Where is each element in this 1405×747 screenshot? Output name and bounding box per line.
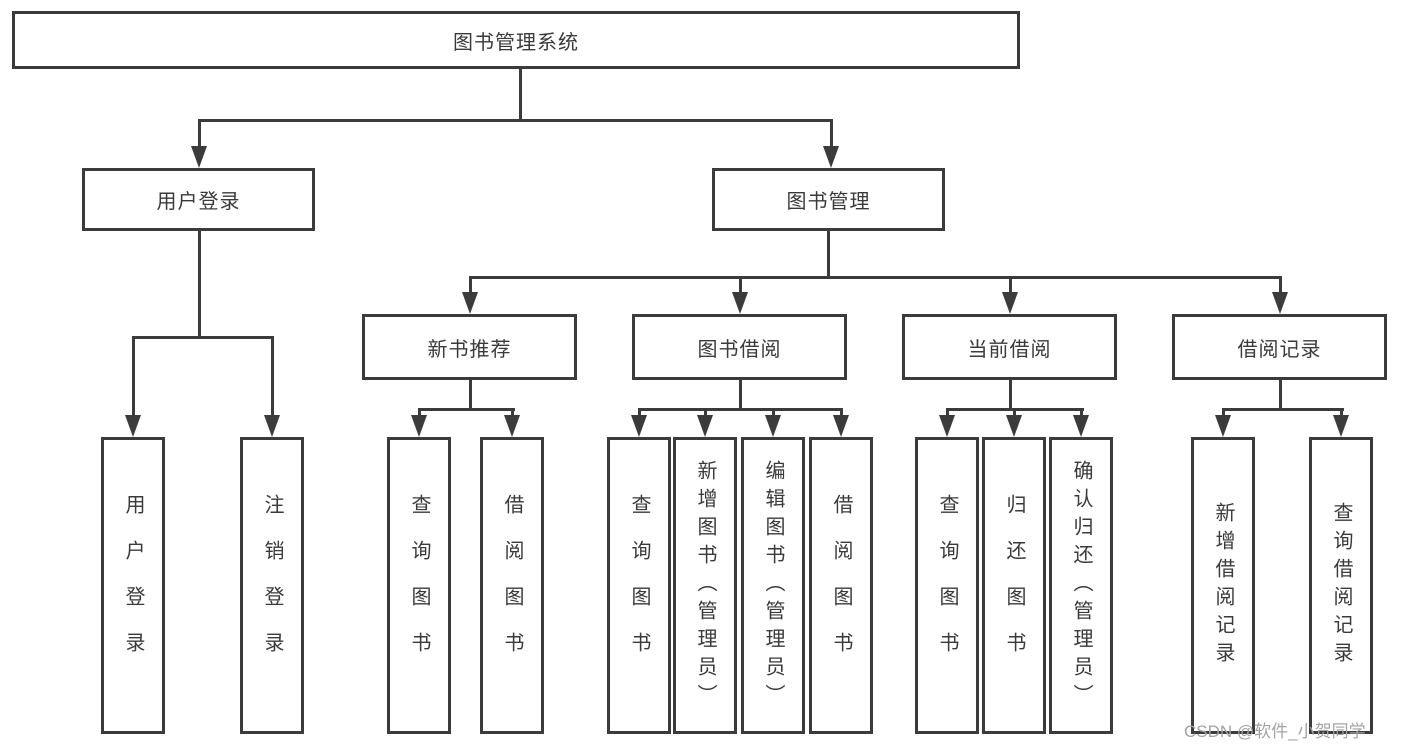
connector-line xyxy=(197,119,201,149)
connector-line xyxy=(839,408,843,418)
connector-line xyxy=(1008,276,1012,294)
connector-line xyxy=(637,408,843,411)
connector-line xyxy=(1012,408,1016,418)
connector-line xyxy=(131,336,135,418)
leaf-user-login: 用户登录 xyxy=(101,437,165,734)
leaf-edit-books-admin: 编辑图书（管理员） xyxy=(741,437,805,734)
connector-arrow-icon xyxy=(504,415,520,437)
leaf-recommend-borrow-books-label: 借阅图书 xyxy=(501,493,523,678)
connector-arrow-icon xyxy=(1272,292,1288,314)
leaf-recommend-borrow-books: 借阅图书 xyxy=(480,437,544,734)
connector-line xyxy=(637,408,641,418)
connector-line xyxy=(1278,276,1282,294)
leaf-current-query-books-label: 查询图书 xyxy=(936,493,958,678)
connector-line xyxy=(468,380,472,410)
leaf-add-borrow-record-label: 新增借阅记录 xyxy=(1212,501,1234,670)
node-new-book-recommend-label: 新书推荐 xyxy=(427,338,512,361)
leaf-add-books-admin-label: 新增图书（管理员） xyxy=(694,459,716,712)
connector-line xyxy=(197,231,201,338)
node-book-borrow-label: 图书借阅 xyxy=(697,338,782,361)
connector-line xyxy=(738,380,742,410)
leaf-edit-books-admin-label: 编辑图书（管理员） xyxy=(762,459,784,712)
connector-line xyxy=(270,336,274,418)
leaf-confirm-return-admin: 确认归还（管理员） xyxy=(1049,437,1113,734)
leaf-borrow-query-books-label: 查询图书 xyxy=(628,493,650,678)
leaf-user-login-label: 用户登录 xyxy=(122,493,144,678)
connector-line xyxy=(703,408,707,418)
connector-line xyxy=(738,276,742,294)
leaf-recommend-query-books: 查询图书 xyxy=(387,437,451,734)
connector-line xyxy=(1221,408,1225,418)
connector-arrow-icon xyxy=(833,415,849,437)
csdn-watermark: CSDN @软件_小贺同学 xyxy=(1184,722,1366,741)
connector-line xyxy=(829,119,833,149)
leaf-add-books-admin: 新增图书（管理员） xyxy=(673,437,737,734)
leaf-return-books: 归还图书 xyxy=(982,437,1046,734)
connector-arrow-icon xyxy=(823,146,839,168)
connector-line xyxy=(1221,408,1344,411)
connector-arrow-icon xyxy=(939,415,955,437)
connector-arrow-icon xyxy=(125,415,141,437)
connector-arrow-icon xyxy=(1002,292,1018,314)
leaf-query-borrow-record-label: 查询借阅记录 xyxy=(1330,501,1352,670)
connector-line xyxy=(1008,380,1012,410)
connector-arrow-icon xyxy=(191,146,207,168)
connector-arrow-icon xyxy=(732,292,748,314)
connector-arrow-icon xyxy=(1006,415,1022,437)
node-user-login: 用户登录 xyxy=(82,168,315,231)
connector-line xyxy=(1339,408,1343,418)
node-user-login-label: 用户登录 xyxy=(156,191,241,213)
connector-arrow-icon xyxy=(462,292,478,314)
node-book-borrow: 图书借阅 xyxy=(632,314,847,380)
connector-line xyxy=(510,408,514,418)
node-current-borrow-label: 当前借阅 xyxy=(967,338,1052,361)
node-borrow-records-label: 借阅记录 xyxy=(1237,338,1322,361)
leaf-add-borrow-record: 新增借阅记录 xyxy=(1191,437,1255,734)
leaf-logout-label: 注销登录 xyxy=(261,493,283,678)
connector-line xyxy=(826,231,830,278)
connector-line xyxy=(417,408,421,418)
connector-line xyxy=(1278,380,1282,410)
leaf-current-query-books: 查询图书 xyxy=(915,437,979,734)
leaf-confirm-return-admin-label: 确认归还（管理员） xyxy=(1070,459,1092,712)
leaf-recommend-query-books-label: 查询图书 xyxy=(408,493,430,678)
connector-line xyxy=(468,276,472,294)
leaf-logout: 注销登录 xyxy=(240,437,304,734)
connector-arrow-icon xyxy=(1215,415,1231,437)
connector-arrow-icon xyxy=(631,415,647,437)
connector-line xyxy=(131,336,274,339)
leaf-query-borrow-record: 查询借阅记录 xyxy=(1309,437,1373,734)
connector-line xyxy=(945,408,949,418)
connector-line xyxy=(417,408,515,411)
connector-line xyxy=(197,119,833,122)
connector-arrow-icon xyxy=(1073,415,1089,437)
node-root-label: 图书管理系统 xyxy=(453,31,579,54)
leaf-borrow-books-label: 借阅图书 xyxy=(830,493,852,678)
node-current-borrow: 当前借阅 xyxy=(902,314,1117,380)
connector-arrow-icon xyxy=(1333,415,1349,437)
connector-arrow-icon xyxy=(411,415,427,437)
leaf-borrow-books: 借阅图书 xyxy=(809,437,873,734)
connector-line xyxy=(771,408,775,418)
connector-line xyxy=(468,276,1282,279)
leaf-return-books-label: 归还图书 xyxy=(1003,493,1025,678)
node-borrow-records: 借阅记录 xyxy=(1172,314,1387,380)
node-root: 图书管理系统 xyxy=(12,11,1020,69)
connector-arrow-icon xyxy=(697,415,713,437)
node-book-management-label: 图书管理 xyxy=(786,191,871,213)
connector-arrow-icon xyxy=(765,415,781,437)
connector-line xyxy=(1079,408,1083,418)
connector-arrow-icon xyxy=(264,415,280,437)
leaf-borrow-query-books: 查询图书 xyxy=(607,437,671,734)
connector-line xyxy=(518,69,522,120)
node-book-management: 图书管理 xyxy=(712,168,945,231)
node-new-book-recommend: 新书推荐 xyxy=(362,314,577,380)
